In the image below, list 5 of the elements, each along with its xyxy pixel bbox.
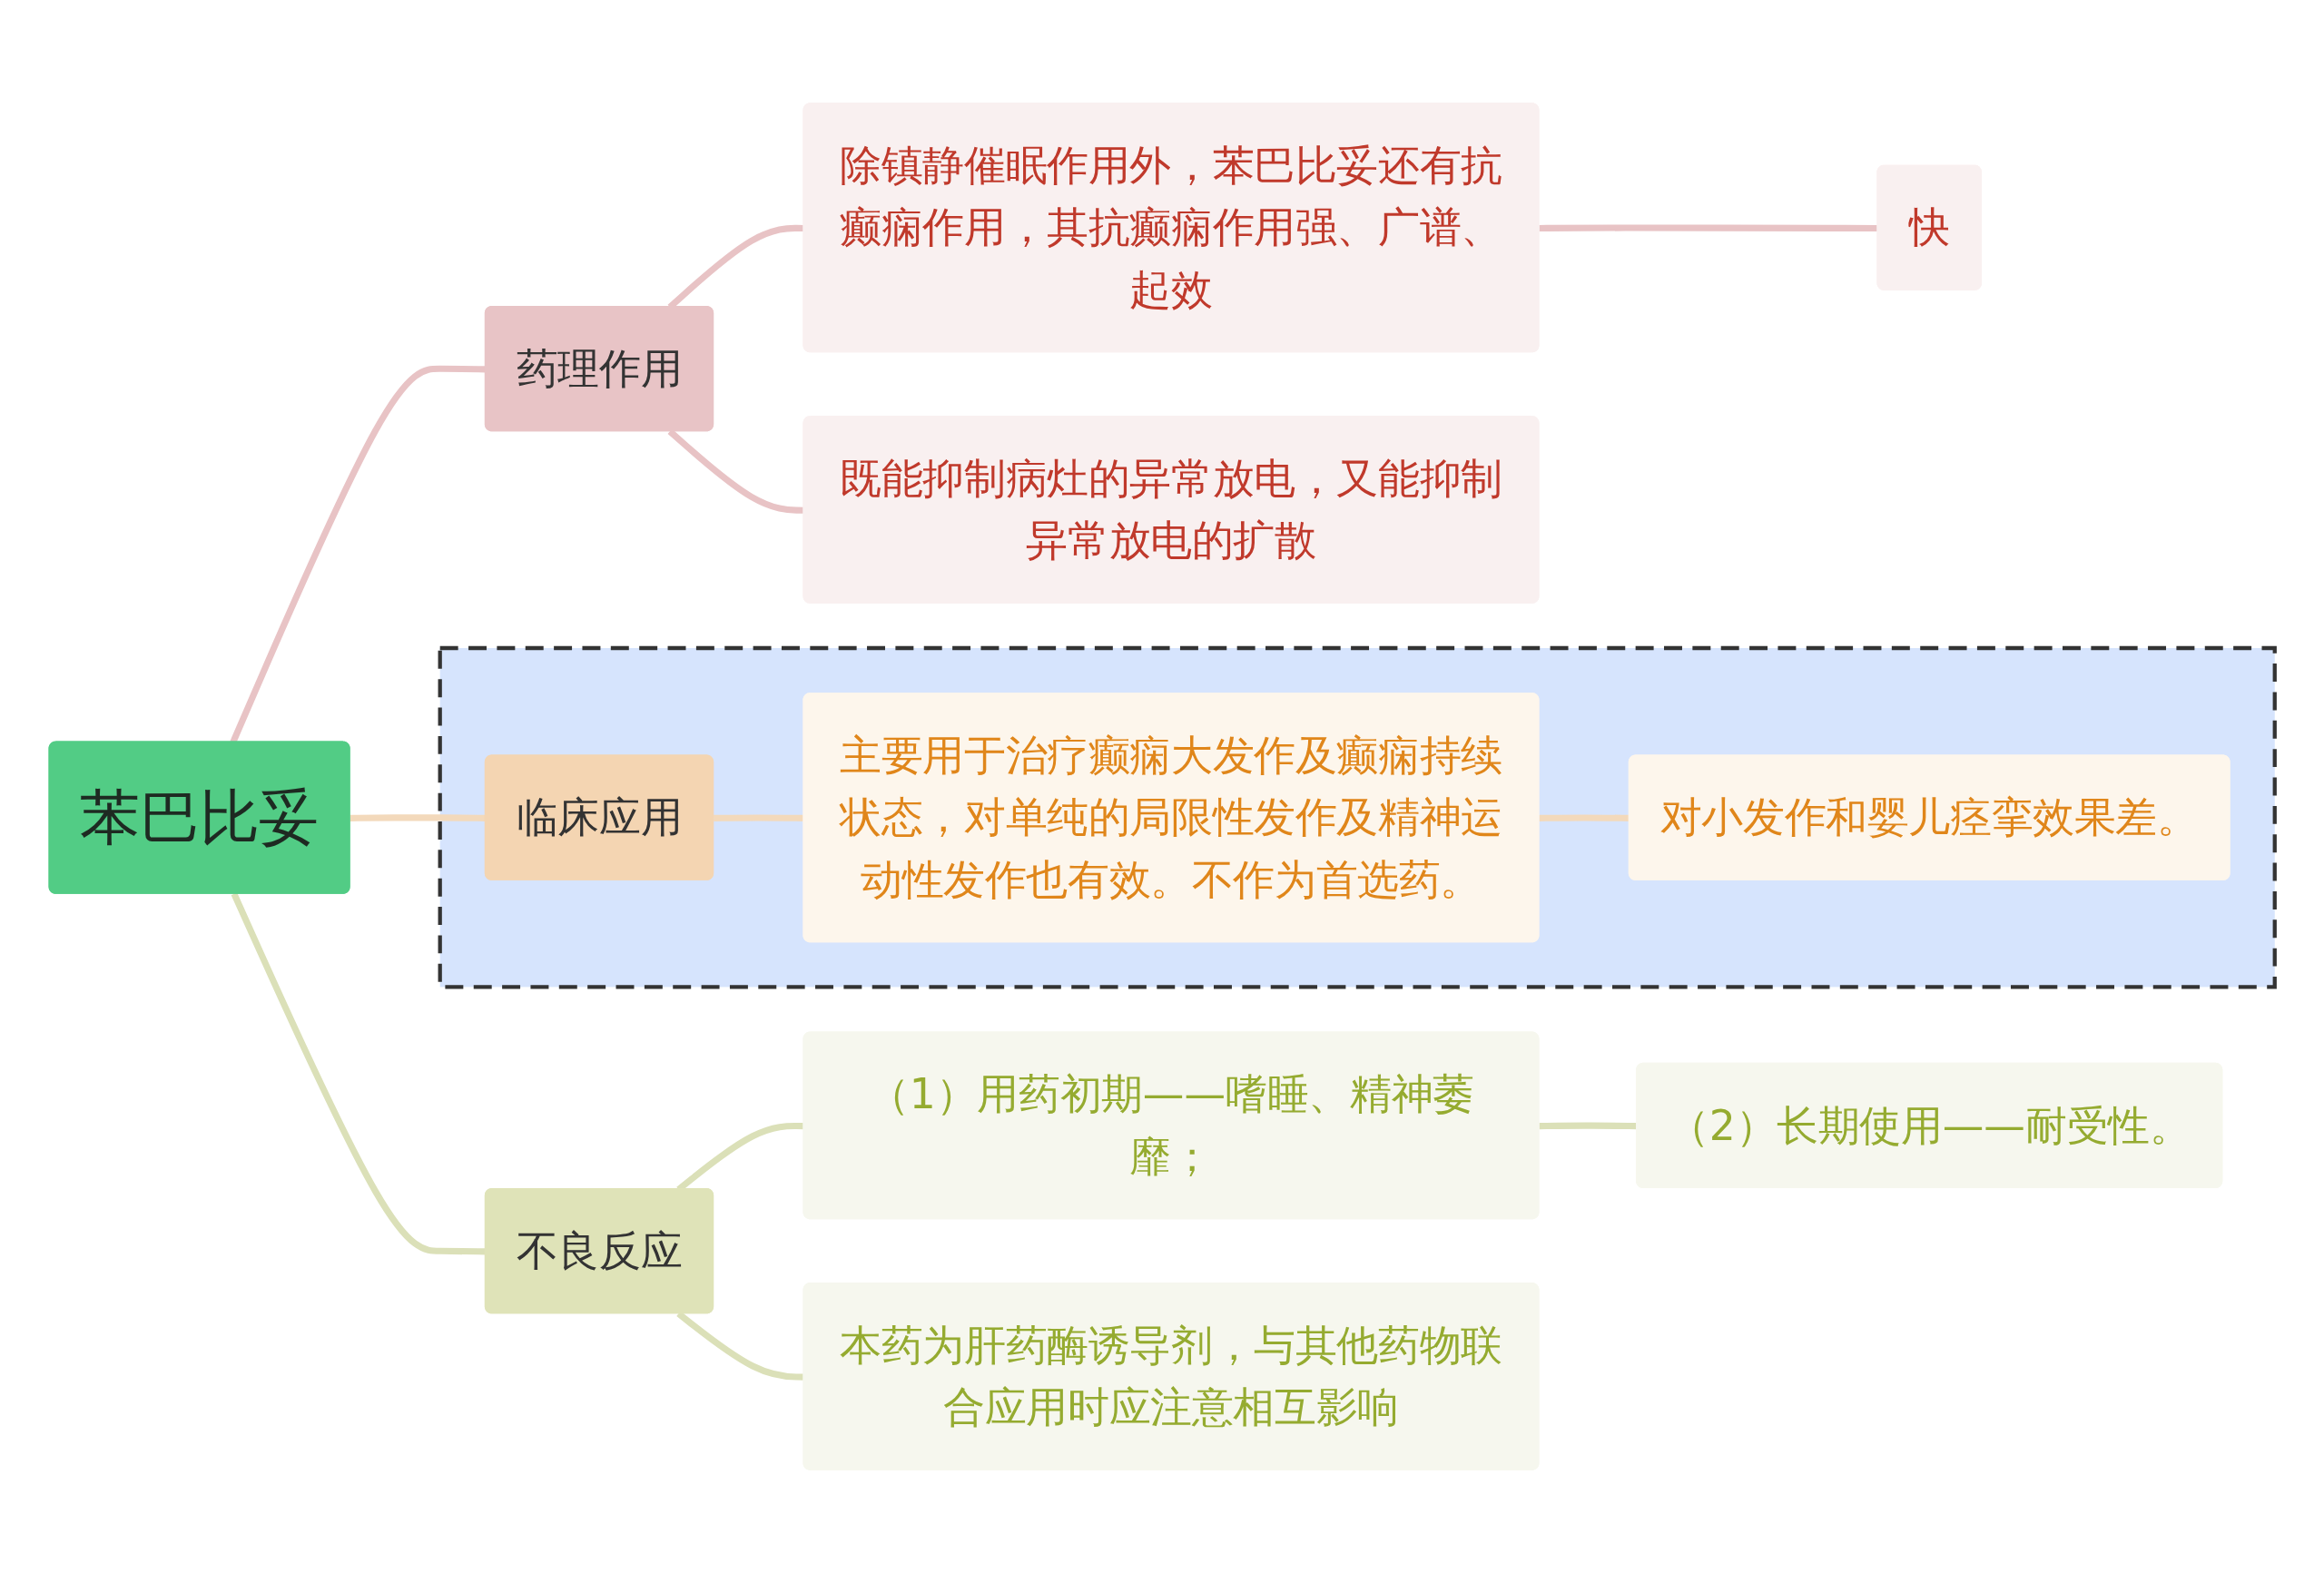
cluster	[438, 645, 2277, 989]
connector	[714, 814, 804, 821]
connector	[1539, 814, 1630, 821]
connector	[1539, 1122, 1638, 1130]
connector	[1539, 224, 1878, 232]
